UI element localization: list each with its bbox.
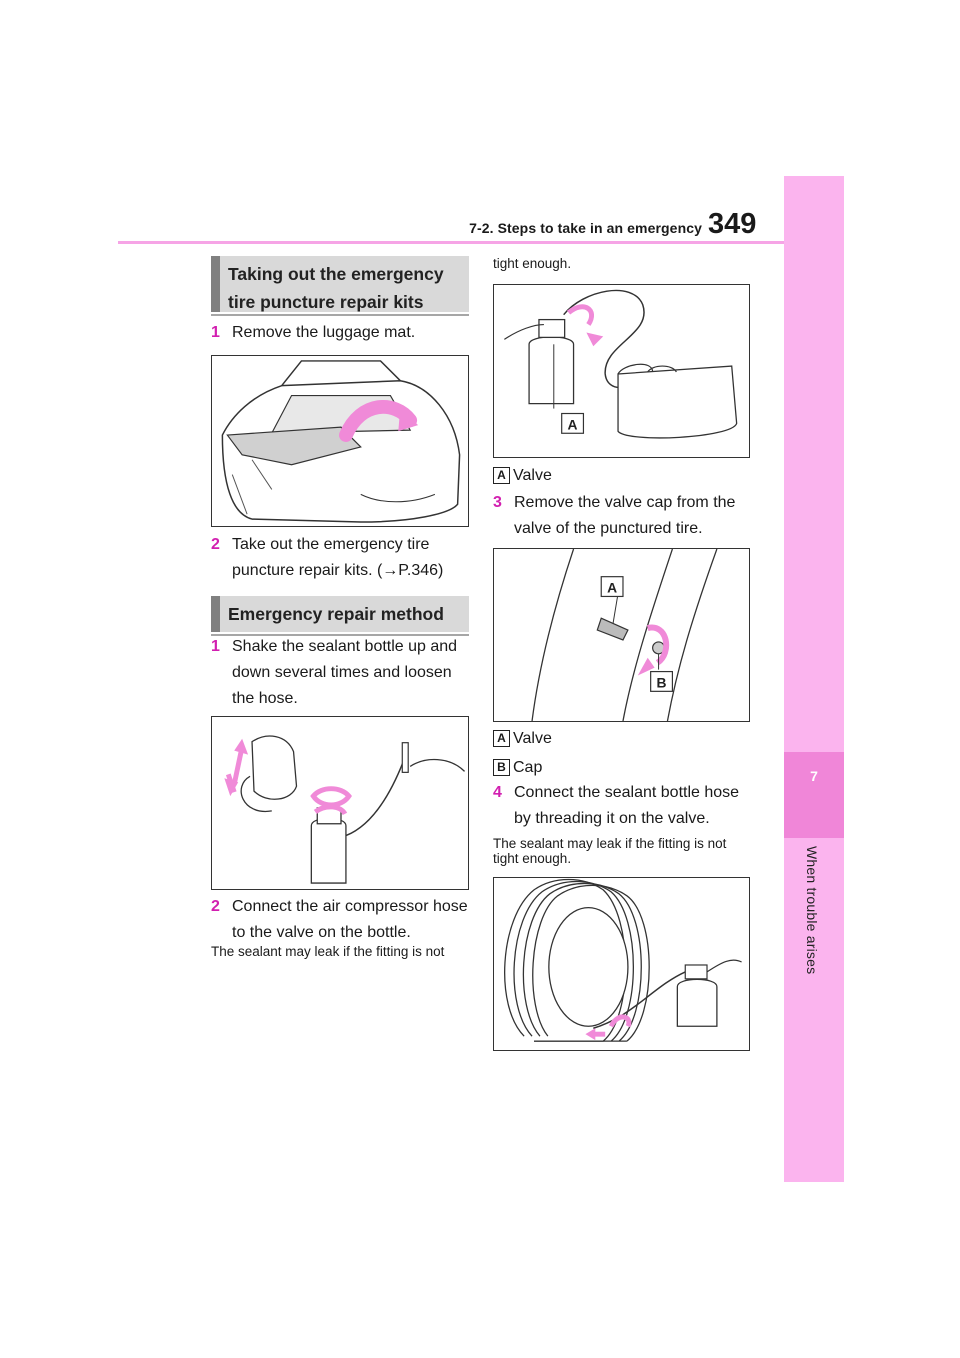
figure-valve-cap: A B — [493, 548, 750, 722]
step-number: 4 — [493, 784, 502, 801]
heading-taking-out-kits: Taking out the emergency tire puncture r… — [211, 256, 469, 316]
step-shake-bottle: 1 Shake the sealant bottle up and down s… — [211, 634, 469, 712]
legend-valve-2: A Valve — [493, 729, 751, 749]
chapter-tab[interactable] — [784, 176, 844, 1182]
footer-strip — [0, 1326, 960, 1358]
figure-label-a: A — [607, 579, 617, 595]
step-number: 2 — [211, 898, 220, 915]
step-connect-sealant-hose: 4 Connect the sealant bottle hose by thr… — [493, 780, 751, 832]
step-text: Take out the emergency tire puncture rep… — [232, 536, 444, 579]
note-leak-warning: The sealant may leak if the fitting is n… — [211, 944, 445, 959]
legend-text: Cap — [513, 759, 543, 776]
step-text: Connect the air compressor hose to the v… — [232, 898, 468, 941]
step-connect-compressor-hose: 2 Connect the air compressor hose to the… — [211, 894, 469, 946]
shake-bottle-illustration — [224, 735, 466, 884]
tire-sealant-illustration — [504, 878, 742, 1042]
figure-luggage-mat — [211, 355, 469, 527]
step-remove-mat: 1 Remove the luggage mat. — [211, 320, 469, 346]
heading-emergency-repair-method: Emergency repair method — [211, 596, 469, 636]
page-header: 7-2. Steps to take in an emergency 349 — [0, 0, 960, 250]
step-take-out-kits: 2 Take out the emergency tire puncture r… — [211, 532, 469, 584]
step-text: Remove the valve cap from the valve of t… — [514, 494, 736, 537]
step-number: 1 — [211, 638, 220, 655]
valve-cap-illustration: A B — [531, 549, 718, 721]
chapter-number: 7 — [810, 768, 818, 784]
note-leak-warning-2: The sealant may leak if the fitting is n… — [493, 836, 727, 866]
figure-label-b: B — [657, 674, 667, 690]
page-number: 349 — [708, 208, 757, 240]
step-number: 2 — [211, 536, 220, 553]
step-number: 1 — [211, 324, 220, 341]
compressor-bottle-illustration: A — [504, 289, 738, 439]
heading-text: Taking out the emergency tire puncture r… — [228, 264, 444, 312]
legend-badge: A — [493, 730, 510, 747]
step-remove-valve-cap: 3 Remove the valve cap from the valve of… — [493, 490, 751, 542]
step-text: Remove the luggage mat. — [232, 324, 416, 341]
legend-text: Valve — [513, 730, 552, 747]
step-text: Connect the sealant bottle hose by threa… — [514, 784, 740, 827]
legend-badge: A — [493, 467, 510, 484]
section-title: 7-2. Steps to take in an emergency — [469, 220, 702, 236]
chapter-label: When trouble arises — [804, 846, 820, 975]
legend-text: Valve — [513, 467, 552, 484]
figure-compressor-bottle: A — [493, 284, 750, 458]
header-rule — [118, 241, 784, 244]
note-leak-warning-continued: tight enough. — [493, 256, 572, 271]
heading-text: Emergency repair method — [228, 604, 444, 624]
trunk-illustration — [212, 356, 468, 526]
legend-badge: B — [493, 759, 510, 776]
figure-tire-sealant — [493, 877, 750, 1051]
step-number: 3 — [493, 494, 502, 511]
step-text: Shake the sealant bottle up and down sev… — [232, 638, 458, 707]
legend-valve-1: A Valve — [493, 466, 751, 486]
figure-shake-bottle — [211, 716, 469, 890]
figure-label-a: A — [568, 416, 578, 432]
chapter-number-block — [784, 752, 844, 838]
legend-cap: B Cap — [493, 758, 751, 778]
